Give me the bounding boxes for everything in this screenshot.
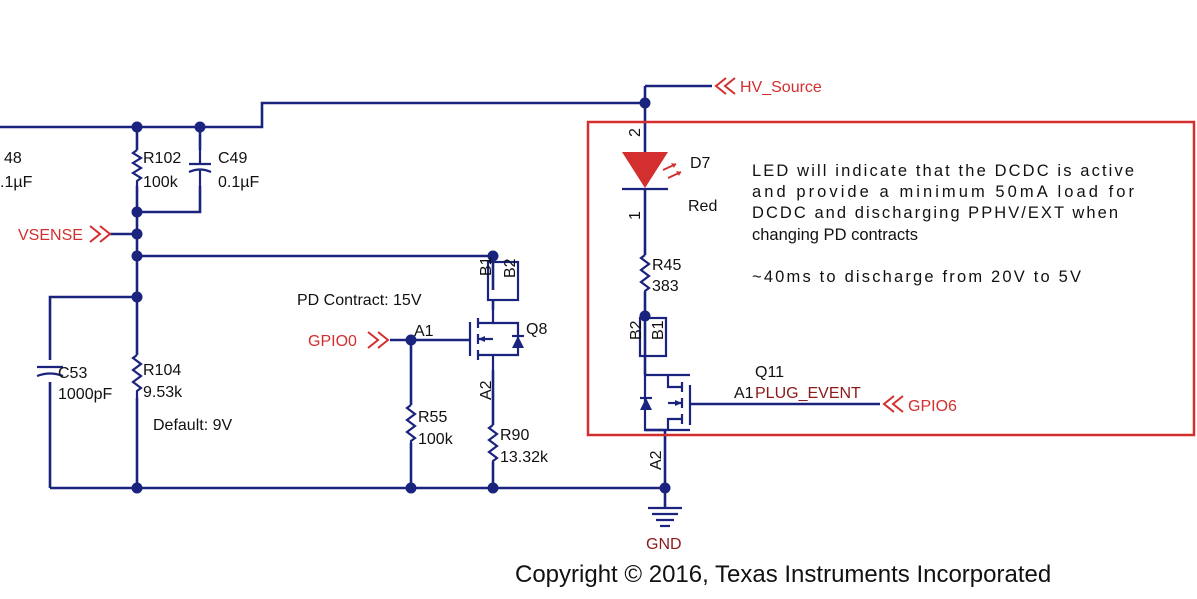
gpio0-arrow-icon [367,331,390,349]
junction-dot [639,97,651,109]
val-d7: Red [688,198,717,215]
ref-c48: 48 [4,150,22,167]
net-label-gpio0: GPIO0 [308,333,357,350]
val-r55: 100k [418,431,454,448]
junction-dot [131,206,143,218]
ref-r45: R45 [652,257,681,274]
hv-source-arrow-icon [714,77,736,95]
ref-r104: R104 [143,362,181,379]
note-led-line3: DCDC and discharging PPHV/EXT when [752,204,1118,222]
junction-dot [131,291,143,303]
val-c48: .1µF [0,174,33,191]
ref-c53: C53 [58,365,87,382]
net-label-vsense: VSENSE [18,227,83,244]
capacitor-c53 [36,365,64,378]
val-r90: 13.32k [500,449,549,466]
gpio6-arrow-icon [882,395,904,413]
pin-2-d7: 2 [627,128,644,137]
pin-a2-q8: A2 [478,380,495,400]
junction-dot [487,482,499,494]
junction-dots [131,97,671,494]
led-d7 [622,152,682,191]
ref-r102: R102 [143,150,181,167]
pin-b2-q8: B2 [502,258,519,278]
junction-dot [405,482,417,494]
pin-a1-q8: A1 [414,323,434,340]
net-label-hv-source: HV_Source [740,79,822,96]
junction-dot [194,121,206,133]
junction-dot [487,250,499,262]
junction-dot [131,121,143,133]
net-label-plug-event: PLUG_EVENT [755,385,861,402]
resistor-r55 [405,404,417,443]
ground-symbol [648,506,682,528]
pin-b2-q11: B2 [628,320,645,340]
net-label-gnd: GND [646,536,682,553]
note-pd-contract: PD Contract: 15V [297,292,422,309]
ref-c49: C49 [218,150,247,167]
note-led-line1: LED will indicate that the DCDC is activ… [752,162,1134,180]
junction-dot [639,310,651,322]
ref-d7: D7 [690,155,711,172]
pin-a1-q11: A1 [734,385,754,402]
mosfet-q8 [468,260,524,370]
pin-a2-q11: A2 [648,450,665,470]
ref-r55: R55 [418,409,447,426]
val-r45: 383 [652,278,679,295]
ref-q11: Q11 [755,364,784,381]
junction-dot [131,250,143,262]
junction-dot [131,228,143,240]
val-c53: 1000pF [58,386,112,403]
pin-b1-q11: B1 [650,320,667,340]
junction-dot [659,482,671,494]
note-discharge: ~40ms to discharge from 20V to 5V [752,268,1081,286]
note-led-line4: changing PD contracts [752,226,918,244]
note-led-line2: and provide a minimum 50mA load for [752,183,1135,201]
mosfet-q11 [638,316,692,432]
resistor-r102 [130,149,144,186]
val-r102: 100k [143,174,179,191]
note-default: Default: 9V [153,417,232,434]
resistor-r104 [131,354,143,398]
pin-b1-q8: B1 [478,256,495,276]
net-label-gpio6: GPIO6 [908,398,957,415]
pin-1-d7: 1 [627,211,644,220]
copyright-text: Copyright © 2016, Texas Instruments Inco… [515,561,1051,588]
resistor-r90 [487,424,499,462]
resistor-r45 [639,254,651,292]
vsense-arrow-icon [89,225,112,243]
val-c49: 0.1µF [218,174,259,191]
junction-dot [405,334,417,346]
val-r104: 9.53k [143,384,183,401]
ref-r90: R90 [500,427,529,444]
highlight-box [586,120,1196,437]
junction-dot [131,482,143,494]
ref-q8: Q8 [526,321,547,338]
capacitor-c49 [188,150,212,186]
